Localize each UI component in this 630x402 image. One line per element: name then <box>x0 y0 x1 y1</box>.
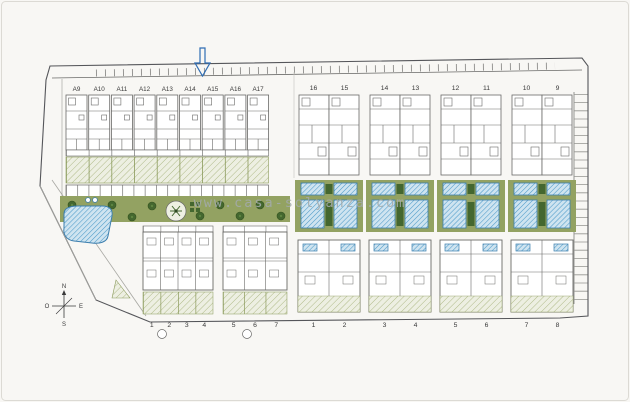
labels-top-left: A9 A10 A11 A12 A13 A14 A15 A16 A17 <box>73 86 265 93</box>
plot-label: A13 <box>162 86 174 93</box>
plot-label: 11 <box>483 85 490 92</box>
block-b-bottom-left <box>222 225 288 315</box>
plot-label: 13 <box>412 85 420 92</box>
plot-label: A11 <box>117 86 128 93</box>
plot-label: 3 <box>185 322 189 329</box>
plot-label: A15 <box>207 86 219 93</box>
labels-bottom-left: 1 2 3 4 5 6 7 <box>150 322 278 339</box>
plot-label: 6 <box>485 322 489 329</box>
plot-label: A17 <box>252 86 264 93</box>
plot-label: A9 <box>73 86 81 93</box>
plot-label: 14 <box>381 85 389 92</box>
plot-label: 16 <box>310 85 318 92</box>
plot-label: A12 <box>139 86 151 93</box>
compass-s: S <box>62 322 66 328</box>
compass-e: E <box>79 304 83 310</box>
circle-badge <box>242 329 252 339</box>
plot-label: 5 <box>232 322 236 329</box>
plot-label: 10 <box>523 85 531 92</box>
plot-label: 1 <box>150 322 154 329</box>
plot-label: 7 <box>525 322 529 329</box>
site-boundary <box>39 57 589 323</box>
plot-label: 4 <box>414 322 418 329</box>
rowhouse-block-top-left <box>65 94 270 198</box>
garden-strip <box>65 156 269 184</box>
plot-label: A14 <box>184 86 196 93</box>
plot-label: 9 <box>556 85 560 92</box>
plot-label: 8 <box>556 322 560 329</box>
compass-rose: N S E O <box>45 284 83 328</box>
plot-label: 6 <box>253 322 257 329</box>
block-a-bottom-left <box>142 225 214 315</box>
blue-arrow-icon <box>193 47 212 78</box>
villa-blocks-bottom-right <box>297 239 574 313</box>
access-road-left <box>39 72 295 317</box>
watermark-text: www.casa-solyanza.com <box>194 195 407 211</box>
pool-garden-grid <box>295 180 576 232</box>
circle-badge <box>157 329 167 339</box>
plot-label: 15 <box>341 85 349 92</box>
plot-label: 1 <box>312 322 316 329</box>
plot-label: A16 <box>230 86 242 93</box>
labels-bottom-right: 1 2 3 4 5 6 7 8 <box>312 322 560 329</box>
plot-label: A10 <box>94 86 106 93</box>
compass-n: N <box>62 284 66 290</box>
plot-label: 7 <box>274 322 278 329</box>
plot-label: 3 <box>383 322 387 329</box>
plot-label: 5 <box>454 322 458 329</box>
compass-o: O <box>45 304 50 310</box>
labels-top-right: 16 15 14 13 12 11 10 9 <box>310 85 560 92</box>
plot-label: 2 <box>167 322 171 329</box>
green-patch <box>111 279 131 299</box>
plot-label: 12 <box>452 85 460 92</box>
plot-label: 2 <box>343 322 347 329</box>
plot-label: 4 <box>202 322 206 329</box>
lagoon-pool <box>63 205 113 244</box>
